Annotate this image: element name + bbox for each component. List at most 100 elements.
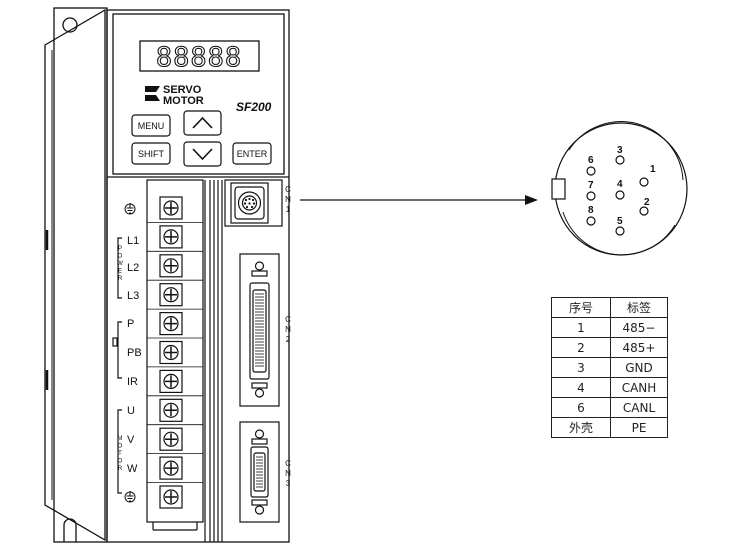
down-key[interactable]: [183, 141, 222, 167]
cn1-connector: [237, 191, 262, 215]
terminal-screw: [147, 196, 203, 223]
enter-key[interactable]: [232, 142, 272, 165]
pin-2-label: 2: [644, 197, 650, 208]
cn1-housing: [224, 179, 283, 227]
mounting-plate: [53, 7, 108, 543]
shift-key-label: SHIFT: [138, 149, 165, 159]
table-row: 1 485−: [551, 317, 668, 338]
pin-5-label: 5: [617, 216, 623, 227]
terminal-screw: [147, 312, 203, 339]
pin-8-label: 8: [588, 205, 594, 216]
terminal-screws: [147, 196, 203, 509]
arrow-icon: [300, 195, 538, 205]
table-cell-label: CANL: [610, 397, 668, 418]
down-arrow-icon: [192, 148, 213, 161]
terminal-label-w: W: [127, 463, 138, 475]
pin-6-label: 6: [588, 155, 594, 166]
brand-logo-icon: [145, 86, 160, 101]
ground-icon: [124, 491, 136, 503]
power-bracket: [117, 237, 122, 299]
terminal-screw: [147, 283, 203, 310]
table-cell-label: CANH: [610, 377, 668, 398]
terminal-screw: [147, 398, 203, 426]
table-row: 3 GND: [551, 357, 668, 378]
table-cell-number: 3: [551, 357, 611, 378]
table-cell-label: 485+: [610, 337, 668, 358]
ground-icon: [124, 203, 136, 215]
led-display: [139, 40, 260, 72]
drive-front: [106, 9, 290, 543]
pin-4: [615, 190, 625, 200]
terminal-label-p: P: [127, 318, 134, 330]
terminal-screw: [147, 456, 203, 483]
terminal-screw: [147, 369, 203, 397]
terminal-block: [146, 179, 204, 523]
table-header-label: 标签: [610, 297, 668, 318]
table-row: 4 CANH: [551, 377, 668, 398]
table-cell-number: 2: [551, 337, 611, 358]
pin-7-label: 7: [588, 180, 594, 191]
brand-line-2: MOTOR: [163, 95, 204, 107]
menu-key-label: MENU: [138, 121, 165, 131]
terminal-screw: [147, 427, 203, 455]
table-cell-label: PE: [610, 417, 668, 438]
table-cell-label: 485−: [610, 317, 668, 338]
table-row: 6 CANL: [551, 397, 668, 418]
terminal-label-l1: L1: [127, 235, 139, 247]
up-key[interactable]: [183, 110, 222, 136]
table-cell-label: GND: [610, 357, 668, 378]
table-cell-number: 6: [551, 397, 611, 418]
pin-assignment-table: 序号 标签 1 485− 2 485+ 3 GND 4 CANH 6 CANL …: [551, 297, 668, 438]
pin-3-label: 3: [617, 145, 623, 156]
pin-1-label: 1: [650, 164, 656, 175]
terminal-screw: [147, 340, 203, 368]
terminal-label-v: V: [127, 434, 135, 446]
pin-1: [639, 177, 649, 187]
terminal-label-u: U: [127, 405, 135, 417]
mount-slot-bottom: [63, 518, 77, 542]
regen-bracket: [117, 321, 122, 379]
up-arrow-icon: [192, 116, 213, 129]
table-cell-number: 4: [551, 377, 611, 398]
side-heatsink: [44, 8, 106, 542]
brake-resistor-icon: [112, 337, 118, 347]
connector-key: [551, 178, 566, 200]
terminal-screw: [147, 254, 203, 281]
cn2-housing: [239, 253, 280, 407]
pin-2: [639, 206, 649, 216]
terminal-screw: [159, 485, 183, 509]
pin-3: [615, 155, 625, 165]
pin-8: [586, 216, 596, 226]
cn3-housing: [239, 421, 280, 523]
table-row: 2 485+: [551, 337, 668, 358]
terminal-label-pb: PB: [127, 347, 142, 359]
pin-4-label: 4: [617, 179, 623, 190]
table-cell-number: 外壳: [551, 417, 611, 438]
terminal-label-l3: L3: [127, 290, 139, 302]
menu-key[interactable]: [131, 114, 171, 137]
terminal-screw: [147, 225, 203, 252]
display-panel: [112, 13, 285, 175]
table-header-number: 序号: [551, 297, 611, 318]
pin-7: [586, 191, 596, 201]
enter-key-label: ENTER: [237, 149, 268, 159]
table-row: 外壳 PE: [551, 417, 668, 438]
terminal-label-l2: L2: [127, 262, 139, 274]
table-cell-number: 1: [551, 317, 611, 338]
pin-6: [586, 166, 596, 176]
mount-hole-top: [62, 17, 78, 33]
brand-line-1: SERVO: [163, 84, 202, 96]
cn2-port: [249, 282, 270, 380]
shift-key[interactable]: [131, 142, 171, 165]
motor-bracket: [117, 409, 122, 494]
terminal-label-ir: IR: [127, 376, 138, 388]
table-header-row: 序号 标签: [551, 297, 668, 318]
display-digits: 88888: [156, 42, 242, 73]
model-name: SF200: [236, 100, 272, 114]
